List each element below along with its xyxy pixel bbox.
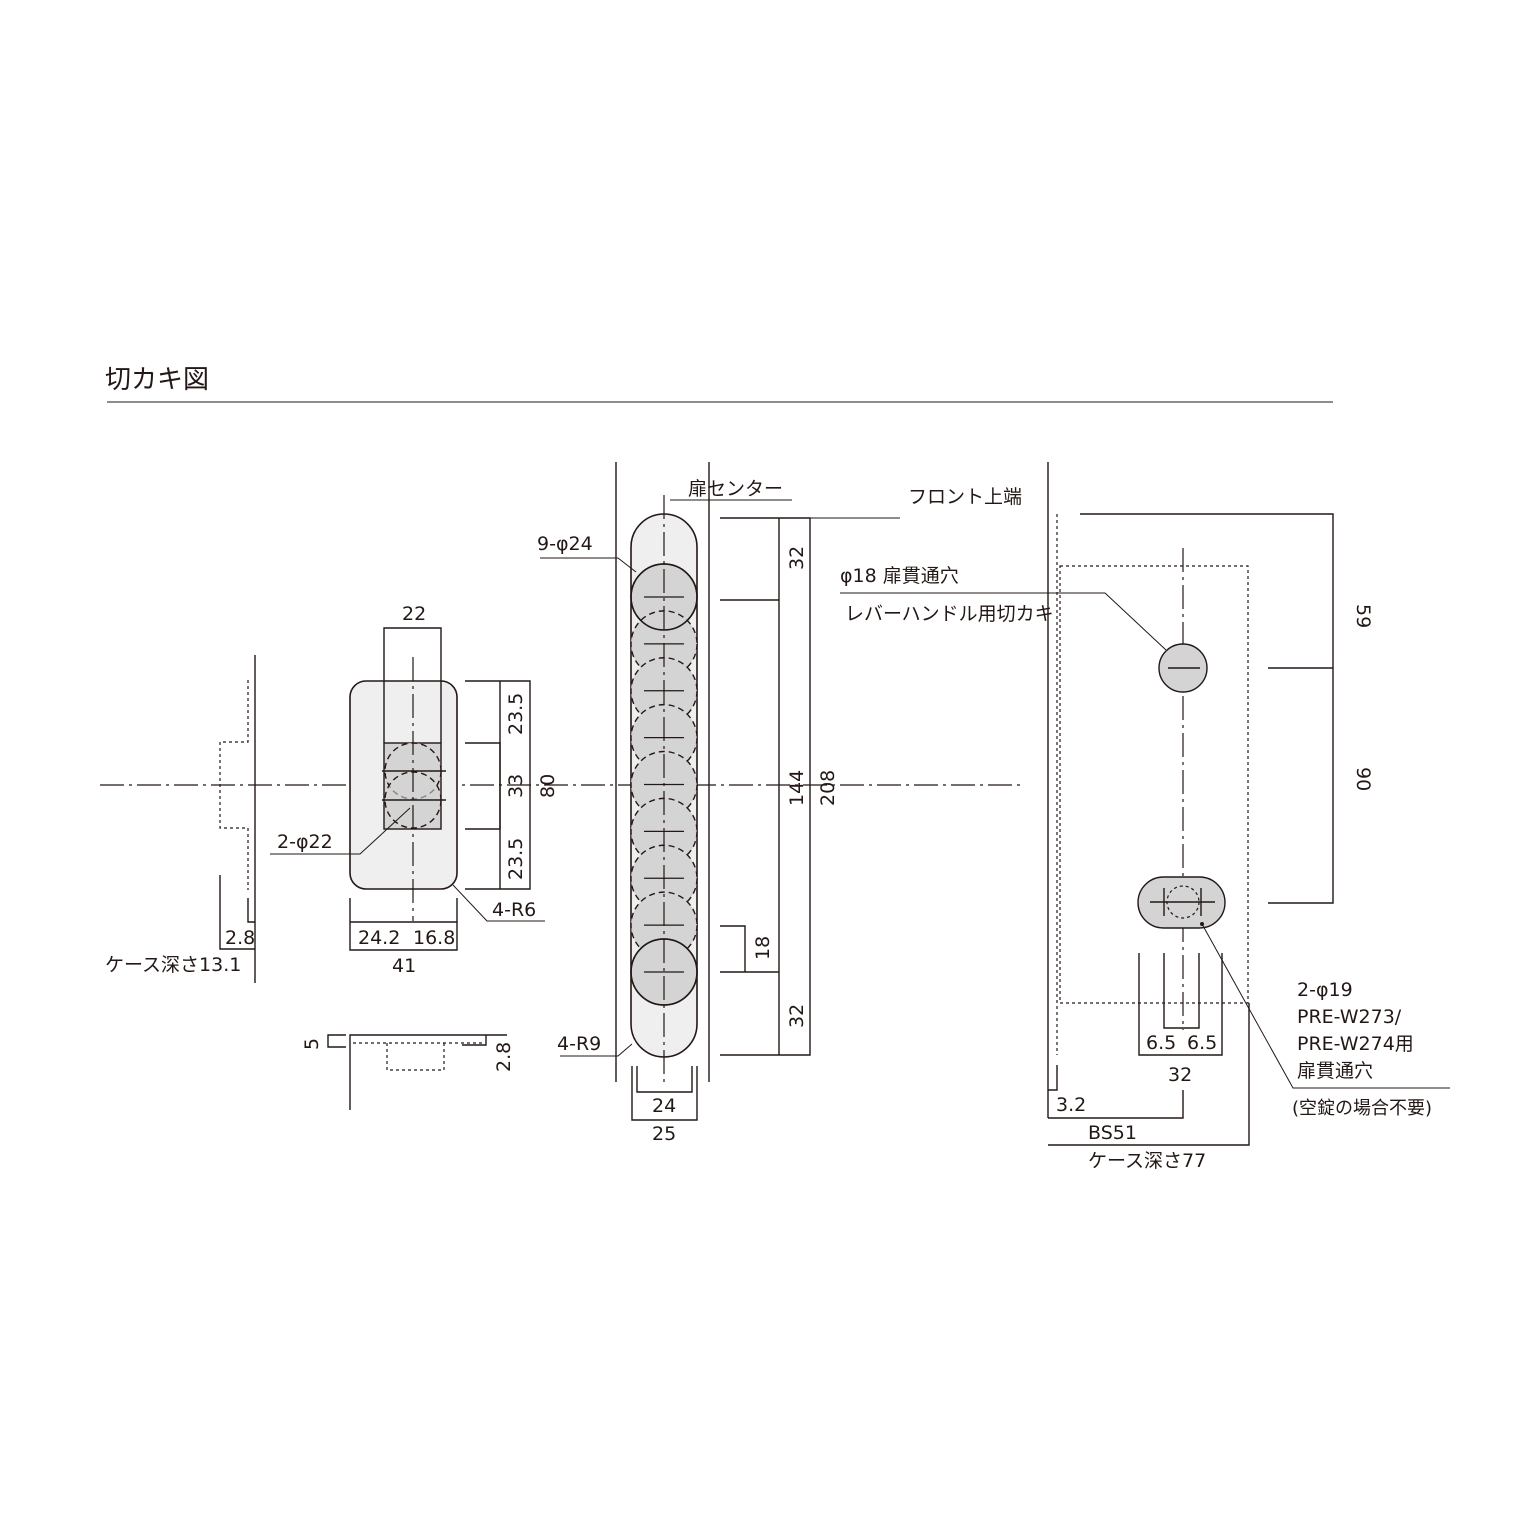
dim-16-8: 16.8 (413, 927, 455, 949)
middle-view: 扉センター 9-φ24 4-R9 32 144 208 18 32 24 25 (537, 462, 900, 1145)
section-dotted (386, 1043, 445, 1071)
dim-41: 41 (392, 955, 416, 977)
plate-thickness-dim (247, 898, 255, 923)
dim-22: 22 (402, 603, 426, 625)
case-outline-dotted (219, 680, 249, 890)
leader-dot (1200, 922, 1204, 926)
holes-leader (540, 557, 637, 573)
note-line3: PRE-W274用 (1297, 1033, 1414, 1055)
section-dim (462, 1035, 487, 1046)
section-dim-2-8: 2.8 (493, 1042, 515, 1072)
case-depth-label: ケース深さ77 (1088, 1150, 1206, 1172)
dim-144: 144 (786, 770, 808, 806)
dim-23-5-top: 23.5 (505, 693, 527, 735)
holes-label: 2-φ22 (277, 831, 333, 853)
dim-80: 80 (537, 774, 559, 798)
dim-3-2-line (1048, 1065, 1058, 1091)
radius-leader (452, 884, 545, 922)
dim-24-line (636, 1066, 693, 1093)
dim-59-90-line (1080, 513, 1334, 904)
note-line4: 扉貫通穴 (1297, 1060, 1373, 1082)
radius-leader (560, 1043, 633, 1057)
case-depth-dim (219, 875, 255, 950)
dim-25-line (631, 1066, 698, 1121)
hole18-label: φ18 扉貫通穴 (840, 565, 959, 587)
right-view: フロント上端 φ18 扉貫通穴 レバーハンドル用切カキ 59 90 2-φ19 … (840, 462, 1450, 1172)
dim-6-5-left: 6.5 (1146, 1032, 1176, 1054)
case-outline-dotted (1059, 565, 1249, 1004)
dim-6-5-line (1163, 953, 1200, 1029)
dim-25: 25 (652, 1123, 676, 1145)
dim-33-line (465, 742, 501, 830)
note-line2: PRE-W273/ (1297, 1006, 1402, 1028)
dim-33: 33 (505, 774, 527, 798)
note-line1: 2-φ19 (1297, 979, 1353, 1001)
dim-2-8: 2.8 (225, 927, 255, 949)
dim-32: 32 (1168, 1064, 1192, 1086)
door-center-label: 扉センター (688, 478, 783, 500)
dim-208-line (720, 517, 811, 1056)
dim-59: 59 (1352, 604, 1374, 628)
dim-6-5-right: 6.5 (1187, 1032, 1217, 1054)
radius-label: 4-R9 (557, 1033, 601, 1055)
section-dim-5: 5 (301, 1038, 323, 1050)
dim-18-line (720, 925, 746, 972)
dim-24: 24 (652, 1095, 676, 1117)
backset-label: BS51 (1088, 1122, 1137, 1144)
dim-32-line (1138, 953, 1223, 1056)
lever-cutout-label: レバーハンドル用切カキ (845, 603, 1054, 625)
dim-32-top: 32 (786, 546, 808, 570)
left-view: 2.8 ケース深さ13.1 22 23.5 33 23.5 80 24.2 16… (105, 603, 559, 1110)
dim-32-bottom: 32 (786, 1004, 808, 1028)
drawing-title: 切カキ図 (105, 365, 209, 395)
case-depth-label: ケース深さ13.1 (105, 954, 241, 976)
note-line5: (空錠の場合不要) (1292, 1098, 1432, 1119)
backset-dim-line (1048, 1090, 1184, 1119)
holes-label: 9-φ24 (537, 533, 593, 555)
radius-label: 4-R6 (492, 899, 536, 921)
case-depth-dim-line (1048, 1003, 1250, 1146)
note-leader (1201, 923, 1450, 1089)
dim-3-2: 3.2 (1056, 1094, 1086, 1116)
dim-24-2: 24.2 (358, 927, 400, 949)
section-dim (327, 1034, 346, 1048)
hole18-leader (840, 592, 1167, 651)
section-outline (349, 1034, 507, 1110)
front-top-label: フロント上端 (908, 486, 1022, 508)
dim-41-line (349, 898, 458, 951)
dim-208: 208 (817, 770, 839, 806)
dim-18: 18 (752, 936, 774, 960)
dim-90: 90 (1352, 767, 1374, 791)
dim-23-5-bottom: 23.5 (505, 838, 527, 880)
dim-80-line (465, 680, 531, 890)
dim-22-line (383, 627, 442, 743)
holes-leader (270, 807, 411, 855)
